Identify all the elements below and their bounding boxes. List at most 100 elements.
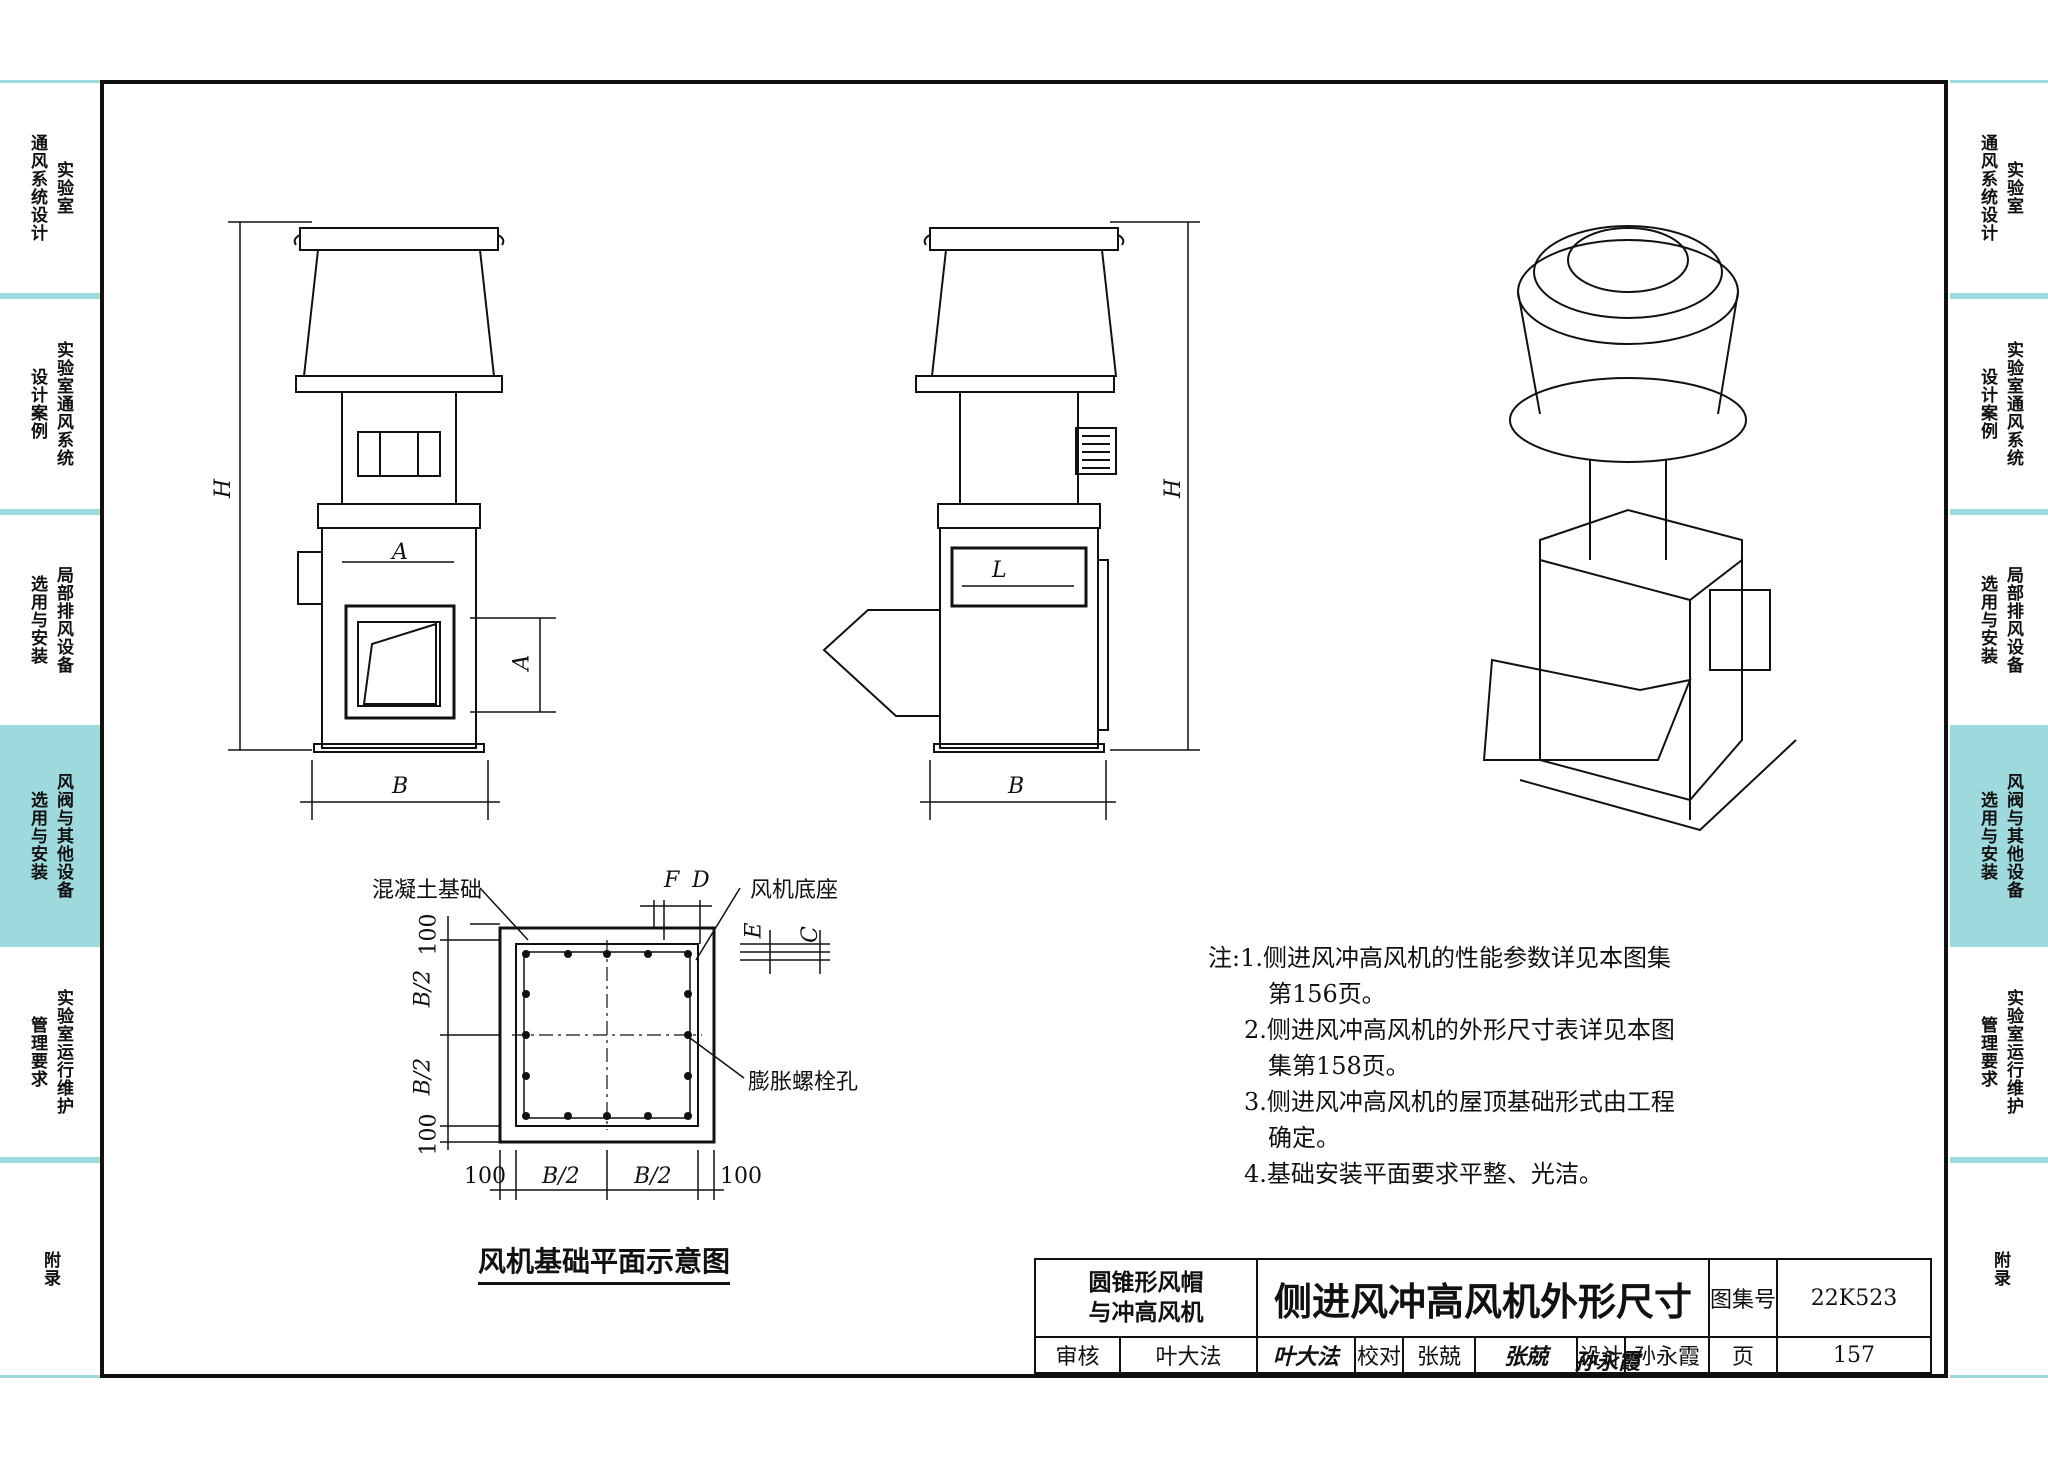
sidebar-tab-appendix[interactable]: 附录 (1950, 1160, 2048, 1378)
dim-label-H-side: H (1161, 478, 1187, 499)
note-text: 侧进风冲高风机的屋顶基础形式由工程 (1266, 1088, 1675, 1116)
sidebar-tab-operation[interactable]: 实验室运行维护管理要求 (0, 944, 100, 1160)
dim-label-F: F (664, 868, 680, 893)
note-num: 1. (1240, 944, 1263, 972)
tab-line: 局部排风设备 (53, 566, 73, 674)
dim-label-E: E (741, 922, 767, 939)
dim-label-100-top: 100 (416, 913, 442, 956)
tab-line: 管理要求 (27, 1016, 47, 1088)
tab-line: 实验室运行维护 (2003, 989, 2023, 1115)
review-signature: 叶大法 (1256, 1336, 1356, 1374)
check-name: 张兢 (1402, 1336, 1476, 1374)
note-2-cont: 集第158页。 (1208, 1048, 1675, 1084)
note-text: 侧进风冲高风机的性能参数详见本图集 (1263, 944, 1671, 972)
tab-line: 附录 (1990, 1251, 2010, 1287)
dim-label-100-right: 100 (720, 1164, 762, 1189)
note-1-cont: 第156页。 (1208, 976, 1675, 1012)
notes: 注:1.侧进风冲高风机的性能参数详见本图集 第156页。 2.侧进风冲高风机的外… (1208, 940, 1675, 1192)
tab-line: 风阀与其他设备 (53, 773, 73, 899)
title-block-category: 圆锥形风帽 与冲高风机 (1034, 1258, 1258, 1338)
drawing-title: 侧进风冲高风机外形尺寸 (1256, 1258, 1710, 1338)
tab-line: 通风系统设计 (1977, 134, 1997, 242)
check-label: 校对 (1354, 1336, 1404, 1374)
dim-label-C: C (797, 926, 823, 943)
note-text: 侧进风冲高风机的外形尺寸表详见本图 (1266, 1016, 1675, 1044)
dim-label-L: L (992, 558, 1007, 583)
check-signature: 张兢 (1474, 1336, 1578, 1374)
note-text: 基础安装平面要求平整、光洁。 (1266, 1160, 1603, 1188)
review-name: 叶大法 (1119, 1336, 1258, 1374)
foundation-caption: 风机基础平面示意图 (478, 1240, 731, 1285)
sidebar-tab-ventilation-design[interactable]: 实验室通风系统设计 (0, 80, 100, 296)
tab-line: 实验室通风系统 (53, 341, 73, 467)
sidebar-tab-operation[interactable]: 实验室运行维护管理要求 (1950, 944, 2048, 1160)
label-expansion-bolt-hole: 膨胀螺栓孔 (748, 1070, 859, 1095)
tab-line: 局部排风设备 (2003, 566, 2023, 674)
tab-line: 管理要求 (1977, 1016, 1997, 1088)
side-view-fan (822, 227, 1125, 753)
bolt-holes (522, 950, 692, 1120)
note-4: 4.基础安装平面要求平整、光洁。 (1208, 1156, 1675, 1192)
note-num: 4. (1244, 1160, 1267, 1188)
sidebar-tab-ventilation-design[interactable]: 实验室通风系统设计 (1950, 80, 2048, 296)
label-concrete-foundation: 混凝土基础 (372, 878, 483, 903)
note-1: 注:1.侧进风冲高风机的性能参数详见本图集 (1208, 940, 1675, 976)
foundation-plan (440, 887, 830, 1200)
design-label: 设计 (1576, 1336, 1626, 1374)
review-label: 审核 (1033, 1336, 1122, 1374)
tab-line: 实验室 (2003, 161, 2023, 215)
note-num: 2. (1244, 1016, 1267, 1044)
sidebar-tab-appendix[interactable]: 附录 (0, 1160, 100, 1378)
design-name: 孙永霞 (1624, 1336, 1710, 1374)
dim-label-B2-lower: B/2 (410, 1057, 436, 1096)
dim-label-B: B (392, 774, 409, 799)
dim-label-D: D (692, 868, 710, 893)
sidebar-tab-design-cases[interactable]: 实验室通风系统设计案例 (1950, 296, 2048, 512)
category-line-2: 与冲高风机 (1088, 1300, 1204, 1326)
dim-label-H: H (211, 478, 237, 499)
notes-prefix: 注: (1208, 944, 1241, 972)
label-fan-base: 风机底座 (750, 878, 839, 903)
note-3-cont: 确定。 (1208, 1120, 1675, 1156)
category-line-1: 圆锥形风帽 (1088, 1270, 1204, 1296)
tab-line: 风阀与其他设备 (2003, 773, 2023, 899)
sidebar-tab-local-exhaust[interactable]: 局部排风设备选用与安装 (0, 512, 100, 728)
dim-label-B-side: B (1008, 774, 1025, 799)
drawing-frame (100, 80, 1948, 1378)
tab-line: 选用与安装 (27, 575, 47, 665)
page-number: 157 (1776, 1336, 1932, 1374)
dim-label-100-left: 100 (464, 1164, 506, 1189)
sidebar-tab-dampers-active[interactable]: 风阀与其他设备选用与安装 (0, 728, 100, 944)
tab-line: 设计案例 (1977, 368, 1997, 440)
tab-line: 实验室 (53, 161, 73, 215)
design-signature: 孙永霞 (1574, 1349, 1641, 1375)
atlas-number: 22K523 (1776, 1258, 1932, 1338)
title-block: 圆锥形风帽 与冲高风机 侧进风冲高风机外形尺寸 图集号 22K523 审核 叶大… (1033, 1258, 1932, 1374)
front-dimensions (228, 221, 556, 820)
note-text: 确定。 (1268, 1124, 1340, 1152)
note-text: 集第158页。 (1268, 1052, 1410, 1080)
atlas-label: 图集号 (1708, 1258, 1778, 1338)
tab-line: 实验室通风系统 (2003, 341, 2023, 467)
side-dimensions (920, 221, 1200, 820)
note-text: 第156页。 (1268, 980, 1386, 1008)
sidebar-tab-design-cases[interactable]: 实验室通风系统设计案例 (0, 296, 100, 512)
front-view-fan (293, 227, 505, 753)
dim-label-A: A (392, 540, 408, 565)
page-label: 页 (1708, 1336, 1778, 1374)
sidebar-tab-dampers-active[interactable]: 风阀与其他设备选用与安装 (1950, 728, 2048, 944)
tab-line: 通风系统设计 (27, 134, 47, 242)
dim-label-B2-right: B/2 (634, 1164, 672, 1189)
tab-line: 附录 (40, 1251, 60, 1287)
sidebar-tab-local-exhaust[interactable]: 局部排风设备选用与安装 (1950, 512, 2048, 728)
isometric-view-fan (1482, 225, 1797, 832)
note-num: 3. (1244, 1088, 1267, 1116)
tab-line: 实验室运行维护 (53, 989, 73, 1115)
tab-line: 选用与安装 (1977, 791, 1997, 881)
dim-label-B2-left: B/2 (542, 1164, 580, 1189)
dim-label-A-vertical: A (509, 654, 535, 671)
note-2: 2.侧进风冲高风机的外形尺寸表详见本图 (1208, 1012, 1675, 1048)
tab-line: 选用与安装 (1977, 575, 1997, 665)
tab-line: 设计案例 (27, 368, 47, 440)
